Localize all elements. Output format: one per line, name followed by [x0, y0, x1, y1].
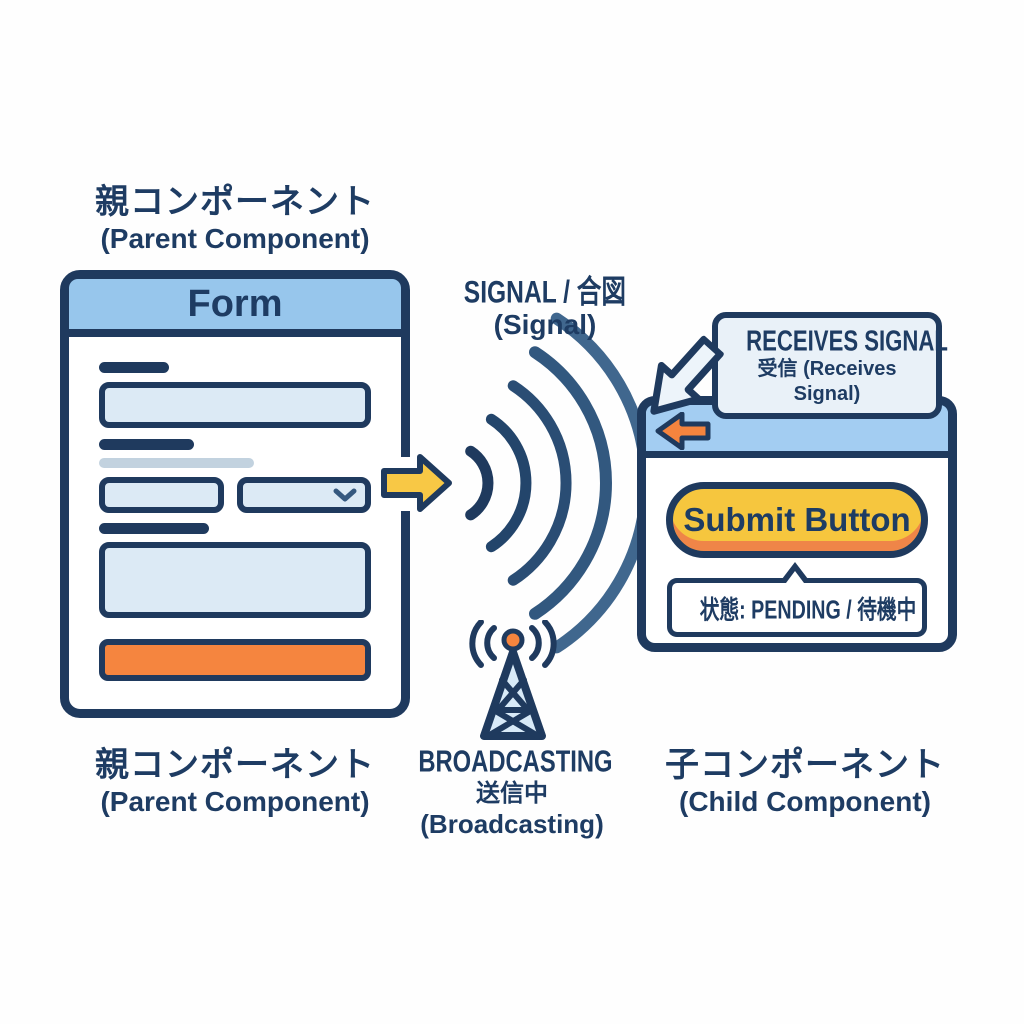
- parent-footer-en: (Parent Component): [100, 786, 370, 818]
- form-label-bar: [99, 523, 209, 534]
- form-label-bar: [99, 439, 194, 450]
- submit-button: Submit Button: [666, 482, 928, 558]
- parent-footer-ja: 親コンポーネント: [95, 746, 375, 784]
- child-footer-en: (Child Component): [679, 786, 931, 818]
- parent-title: 親コンポーネント (Parent Component): [40, 183, 430, 256]
- receive-arrow-left-icon: [655, 412, 711, 450]
- status-badge: 状態: PENDING / 待機中: [667, 562, 927, 637]
- form-small-input: [99, 477, 224, 513]
- broadcast-label-ja: 送信中: [476, 780, 548, 808]
- signal-sublabel: (Signal): [493, 309, 597, 340]
- form-body: [69, 337, 401, 681]
- child-footer-ja: 子コンポーネント: [665, 746, 945, 784]
- receives-signal-label: RECEIVES SIGNAL: [746, 325, 948, 357]
- form-header: Form: [69, 279, 401, 337]
- form-title: Form: [187, 282, 283, 325]
- broadcast-tower-icon: [469, 620, 557, 740]
- broadcast-sublabel: (Broadcasting): [420, 809, 604, 840]
- child-body: Submit Button 状態: PENDING / 待機中: [646, 482, 948, 637]
- child-footer-title: 子コンポーネント (Child Component): [640, 746, 970, 819]
- broadcast-label-block: BROADCASTING 送信中 (Broadcasting): [397, 744, 627, 841]
- form-text-input: [99, 382, 371, 428]
- parent-title-en: (Parent Component): [100, 223, 370, 255]
- form-hint-bar: [99, 458, 254, 468]
- broadcast-label: BROADCASTING: [418, 744, 613, 779]
- signal-label-block: SIGNAL / 合図 (Signal): [430, 275, 660, 341]
- receives-signal-callout: RECEIVES SIGNAL 受信 (Receives Signal): [712, 312, 948, 420]
- signal-arrow-right-icon: [381, 454, 452, 512]
- form-textarea: [99, 542, 371, 618]
- chevron-down-icon: [333, 488, 357, 502]
- parent-form-panel: Form: [60, 270, 410, 718]
- parent-footer-title: 親コンポーネント (Parent Component): [40, 746, 430, 819]
- signal-label: SIGNAL / 合図: [463, 275, 627, 310]
- submit-button-label: Submit Button: [683, 501, 911, 538]
- callout-arrow-down-left-icon: [650, 335, 724, 415]
- status-text: 状態: PENDING / 待機中: [699, 596, 917, 625]
- child-component-panel: Submit Button 状態: PENDING / 待機中: [637, 396, 957, 652]
- receives-signal-sublabel: 受信 (Receives Signal): [757, 358, 897, 406]
- form-submit-bar: [99, 639, 371, 681]
- form-label-bar: [99, 362, 169, 373]
- parent-title-ja: 親コンポーネント: [95, 183, 375, 221]
- form-select: [237, 477, 371, 513]
